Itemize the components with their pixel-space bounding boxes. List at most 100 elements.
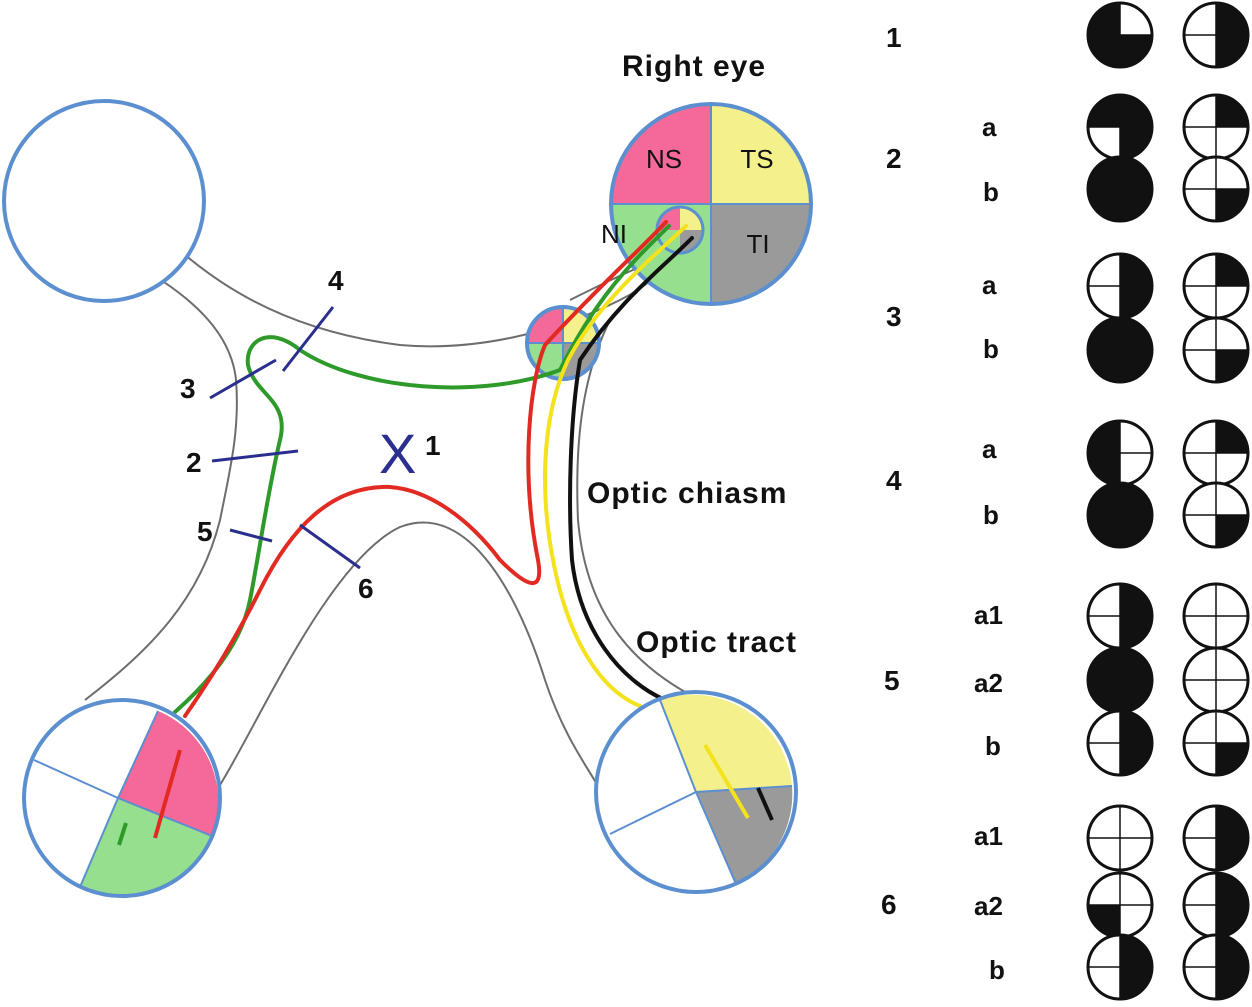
field-4a-left-eye-quad-0 <box>1088 421 1120 453</box>
lesion-line-6 <box>299 523 361 570</box>
field-4a-right-eye-quad-1 <box>1216 421 1248 453</box>
field-4a-left-eye <box>1086 419 1154 487</box>
disc-ti <box>680 230 703 253</box>
sub-label-4a: a <box>982 434 997 464</box>
field-5b-left-eye <box>1086 709 1154 777</box>
ts-label: TS <box>740 144 773 174</box>
field-2b-left-eye-quad-1 <box>1120 157 1152 189</box>
field-3b-left-eye-outline <box>1086 316 1154 384</box>
right-tract-outer-edge <box>576 319 701 701</box>
field-3b-left-eye-quad-3 <box>1120 350 1152 382</box>
field-1-right-eye-quad-3 <box>1216 35 1248 67</box>
field-6a1-left-eye-outline <box>1086 804 1154 872</box>
lesion-x: X <box>379 422 416 485</box>
yellow-fiber <box>543 224 688 708</box>
field-2a-right-eye-quad-1 <box>1216 95 1248 127</box>
ti-label: TI <box>746 229 769 259</box>
field-4b-left-eye-outline <box>1086 481 1154 549</box>
sub-label-2b: b <box>983 177 999 207</box>
lgn-left-divider-b <box>117 797 213 837</box>
field-5b-left-eye-outline <box>1086 709 1154 777</box>
sub-label-3b: b <box>983 334 999 364</box>
field-4b-left-eye-quad-1 <box>1120 483 1152 515</box>
lesion-x-sup: 1 <box>425 430 441 461</box>
field-6a1-right-eye <box>1182 804 1250 872</box>
field-3b-left-eye-quad-1 <box>1120 318 1152 350</box>
ni-label: NI <box>601 219 627 249</box>
field-4b-right-eye-quad-3 <box>1216 515 1248 547</box>
right-eye-ti-quadrant <box>711 204 811 304</box>
field-1-left-eye-quad-3 <box>1120 35 1152 67</box>
chiasm-ni <box>527 343 563 379</box>
right-eye-ts-quadrant <box>711 104 811 204</box>
lesion-label-4: 4 <box>328 265 344 296</box>
lgn-right-yellow-mark <box>703 743 750 820</box>
field-1-left-eye-outline <box>1086 1 1154 69</box>
lgn-right-circle <box>594 690 798 894</box>
optic-tract-label: Optic tract <box>636 626 797 659</box>
field-2b-left-eye-quad-2 <box>1088 189 1120 221</box>
field-5b-right-eye-quad-3 <box>1216 743 1248 775</box>
field-6b-right-eye <box>1182 933 1250 1001</box>
field-5a2-left-eye-quad-1 <box>1120 648 1152 680</box>
field-circles <box>1086 1 1250 1001</box>
sub-label-6a1: a1 <box>974 821 1003 851</box>
field-6b-left-eye-outline <box>1086 933 1154 1001</box>
field-5a1-left-eye <box>1086 582 1154 650</box>
field-4b-left-eye <box>1086 481 1154 549</box>
left-nerve-upper-edge <box>131 202 681 348</box>
field-5a2-left-eye-quad-3 <box>1120 680 1152 712</box>
field-6b-right-eye-quad-1 <box>1216 935 1248 967</box>
field-3a-right-eye-quad-1 <box>1216 254 1248 286</box>
field-2b-left-eye <box>1086 155 1154 223</box>
field-5a2-left-eye-quad-0 <box>1088 648 1120 680</box>
field-4b-right-eye-outline <box>1182 481 1250 549</box>
row-label-5: 5 <box>884 665 900 696</box>
field-1-right-eye <box>1182 1 1250 69</box>
field-5b-right-eye <box>1182 709 1250 777</box>
lgn-left-pink <box>118 711 219 836</box>
field-6b-right-eye-quad-3 <box>1216 967 1248 999</box>
field-6b-right-eye-outline <box>1182 933 1250 1001</box>
field-6b-left-eye-quad-1 <box>1120 935 1152 967</box>
field-6a1-left-eye <box>1086 804 1154 872</box>
field-2b-right-eye-quad-3 <box>1216 189 1248 221</box>
lgn-left-divider-c <box>79 797 119 888</box>
field-5b-right-eye-outline <box>1182 709 1250 777</box>
lgn-right-black-mark <box>756 787 774 821</box>
optic-chiasm-label: Optic chiasm <box>587 477 787 510</box>
lgn-right-divider-b <box>695 785 793 793</box>
chiasm-circle <box>525 305 601 381</box>
field-6a2-left-eye <box>1086 871 1154 939</box>
field-2b-right-eye <box>1182 155 1250 223</box>
right-eye-label: Right eye <box>622 50 766 83</box>
field-6a1-right-eye-outline <box>1182 804 1250 872</box>
field-4a-right-eye <box>1182 419 1250 487</box>
field-2a-left-eye-quad-0 <box>1088 95 1120 127</box>
lgn-left-red-mark <box>153 749 182 839</box>
field-3b-right-eye <box>1182 316 1250 384</box>
field-3a-left-eye <box>1086 252 1154 320</box>
lgn-left-divider-a <box>117 710 159 799</box>
lgn-right-yellow <box>660 694 792 792</box>
field-4b-left-eye-quad-2 <box>1088 515 1120 547</box>
field-2b-left-eye-outline <box>1086 155 1154 223</box>
sub-label-2a: a <box>982 112 997 142</box>
field-6a2-left-eye-quad-2 <box>1088 905 1120 937</box>
right-eye-ns-quadrant <box>611 104 711 204</box>
lateral-geniculate-left <box>22 698 222 898</box>
black-fiber <box>568 236 694 702</box>
field-1-right-eye-quad-1 <box>1216 3 1248 35</box>
field-3a-left-eye-quad-1 <box>1120 254 1152 286</box>
lesion-label-2: 2 <box>186 447 202 478</box>
sub-label-4b: b <box>983 500 999 530</box>
field-3b-right-eye-quad-3 <box>1216 350 1248 382</box>
field-1-left-eye <box>1086 1 1154 69</box>
sub-label-6b: b <box>989 955 1005 985</box>
field-6a1-right-eye-quad-3 <box>1216 838 1248 870</box>
lesion-line-4 <box>281 306 335 372</box>
sub-label-5a1: a1 <box>974 600 1003 630</box>
lateral-geniculate-right <box>594 690 798 894</box>
